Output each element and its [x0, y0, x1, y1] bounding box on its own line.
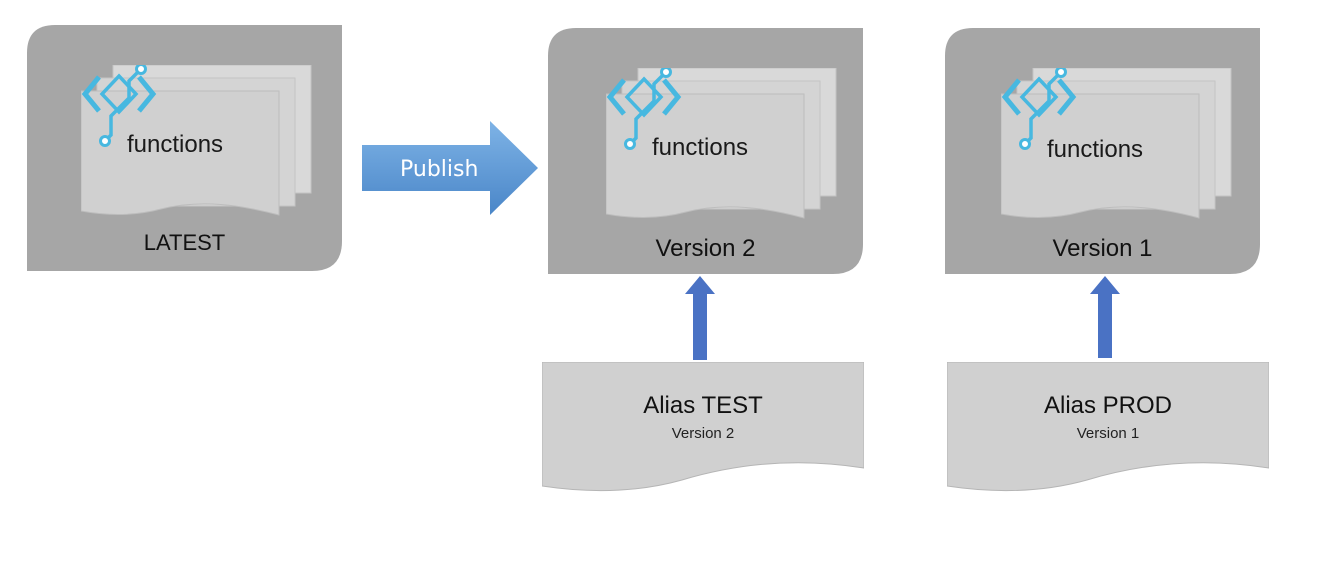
version-1-box: functions Version 1 [945, 28, 1260, 274]
alias-test-document-shape [542, 362, 864, 492]
alias-test-pointer-arrow [685, 276, 715, 360]
latest-box: functions LATEST [27, 25, 342, 271]
alias-prod-title: Alias PROD [1043, 392, 1173, 419]
publish-label: Publish [400, 157, 479, 182]
functions-label: functions [1047, 136, 1144, 163]
alias-test-title: Alias TEST [643, 392, 763, 419]
box-label-version-2: Version 2 [655, 235, 756, 262]
alias-prod-document-shape [947, 362, 1269, 492]
alias-test-version: Version 2 [671, 425, 735, 442]
alias-prod-pointer-arrow [1090, 276, 1120, 358]
publish-arrow-shape [362, 121, 538, 215]
box-label-latest: LATEST [143, 230, 226, 255]
alias-prod-version: Version 1 [1076, 425, 1140, 442]
version-2-box: functions Version 2 [548, 28, 863, 274]
publish-arrow: Publish [362, 121, 540, 220]
alias-test-document: Alias TEST Version 2 [542, 362, 864, 496]
box-label-version-1: Version 1 [1052, 235, 1153, 262]
functions-label: functions [652, 134, 749, 161]
functions-label: functions [127, 131, 224, 158]
alias-prod-document: Alias PROD Version 1 [947, 362, 1269, 496]
